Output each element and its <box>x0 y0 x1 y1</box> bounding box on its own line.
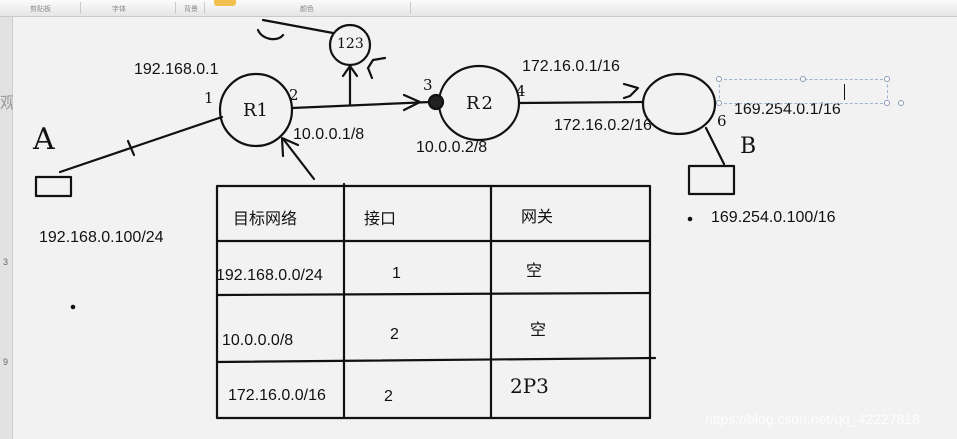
resize-handle[interactable] <box>800 76 806 82</box>
link-right-b <box>704 126 726 166</box>
table-header-gateway: 网关 <box>521 209 554 226</box>
ribbon-separator <box>410 2 411 14</box>
table-pointer-arrowhead <box>280 136 300 158</box>
routing-table-frame <box>215 184 652 420</box>
r3-port5-address: 172.16.0.2/16 <box>554 117 652 134</box>
router-r1-label: R1 <box>243 100 269 121</box>
resize-handle[interactable] <box>884 100 890 106</box>
table-cell-destination: 10.0.0.0/8 <box>222 332 294 349</box>
ribbon-separator <box>175 2 176 14</box>
port-1-label: 1 <box>204 89 214 107</box>
left-panel-strip: 3 9 <box>0 17 13 439</box>
resize-handle[interactable] <box>716 76 722 82</box>
port-5-mark <box>622 82 640 100</box>
resize-handle[interactable] <box>898 100 904 106</box>
link-123-top <box>261 18 335 35</box>
text-caret <box>844 84 845 100</box>
r1-port2-address: 10.0.0.1/8 <box>293 126 365 143</box>
ribbon-group-clipboard[interactable]: 剪贴板 <box>30 6 51 13</box>
table-cell-gateway: 空 <box>530 322 547 339</box>
watermark-url: https://blog.csdn.net/qq_42227818 <box>705 411 920 427</box>
host-a-address: 192.168.0.100/24 <box>39 229 164 246</box>
port-3-label: 3 <box>423 76 433 94</box>
table-cell-destination: 192.168.0.0/24 <box>216 267 323 284</box>
port-6-label: 6 <box>717 112 727 130</box>
ribbon-separator <box>80 2 81 14</box>
router-r2-label: R2 <box>466 93 496 114</box>
table-cell-interface: 2 <box>390 326 399 343</box>
ribbon-group-color[interactable]: 颜色 <box>300 6 314 13</box>
r2-port4-address: 172.16.0.1/16 <box>522 58 620 75</box>
table-cell-interface: 1 <box>392 265 401 282</box>
r3-port6-address-textbox[interactable]: 169.254.0.1/16 <box>734 101 841 118</box>
slide-number: 3 <box>3 257 9 267</box>
table-cell-interface: 2 <box>384 388 393 405</box>
port-2-label: 2 <box>289 86 299 104</box>
resize-handle[interactable] <box>884 76 890 82</box>
textbox-selection-border[interactable] <box>719 79 888 104</box>
host-b-box[interactable] <box>687 164 736 196</box>
table-cell-gateway: 空 <box>526 263 543 280</box>
host-a-label: A <box>33 122 55 157</box>
topology-drawing <box>34 18 736 420</box>
host-a-box[interactable] <box>34 175 73 198</box>
table-hline <box>215 356 657 364</box>
router-r1-shape[interactable] <box>218 72 294 148</box>
table-hline <box>215 291 652 297</box>
r1-port1-address: 192.168.0.1 <box>134 61 219 78</box>
link-tick <box>126 139 136 157</box>
link-r2-right <box>517 100 645 105</box>
table-cell-gateway-handwritten: 2P3 <box>510 374 549 398</box>
ribbon-toolbar: 剪贴板 字体 背景 颜色 <box>0 0 957 17</box>
ribbon-group-background[interactable]: 背景 <box>184 6 198 13</box>
r2-port3-address: 10.0.0.2/8 <box>416 139 488 156</box>
table-header-destination: 目标网络 <box>233 211 298 228</box>
link-a-r1 <box>58 115 224 174</box>
ribbon-group-font[interactable]: 字体 <box>112 6 126 13</box>
port-4-label: 4 <box>516 82 526 100</box>
stray-dot <box>687 216 693 222</box>
link-arrowhead <box>402 93 422 112</box>
slide-number: 9 <box>3 357 9 367</box>
table-cell-destination: 172.16.0.0/16 <box>228 387 326 404</box>
host-b-address: 169.254.0.100/16 <box>711 209 836 226</box>
table-header-interface: 接口 <box>364 211 397 228</box>
link-123-arrowhead <box>341 64 359 78</box>
stray-dot <box>70 304 76 310</box>
ribbon-active-indicator <box>214 0 236 6</box>
drawing-canvas[interactable] <box>13 17 957 439</box>
link-r1-r2 <box>290 100 432 110</box>
scribble-mark <box>256 28 387 80</box>
router-right-shape[interactable] <box>641 72 717 136</box>
port-5-label: 5 <box>628 82 629 83</box>
router-123-label: 123 <box>337 36 364 52</box>
resize-handle[interactable] <box>716 100 722 106</box>
port-3-junction <box>427 93 445 111</box>
table-pointer <box>282 138 316 181</box>
host-b-label: B <box>740 134 757 159</box>
ribbon-separator <box>204 2 205 14</box>
